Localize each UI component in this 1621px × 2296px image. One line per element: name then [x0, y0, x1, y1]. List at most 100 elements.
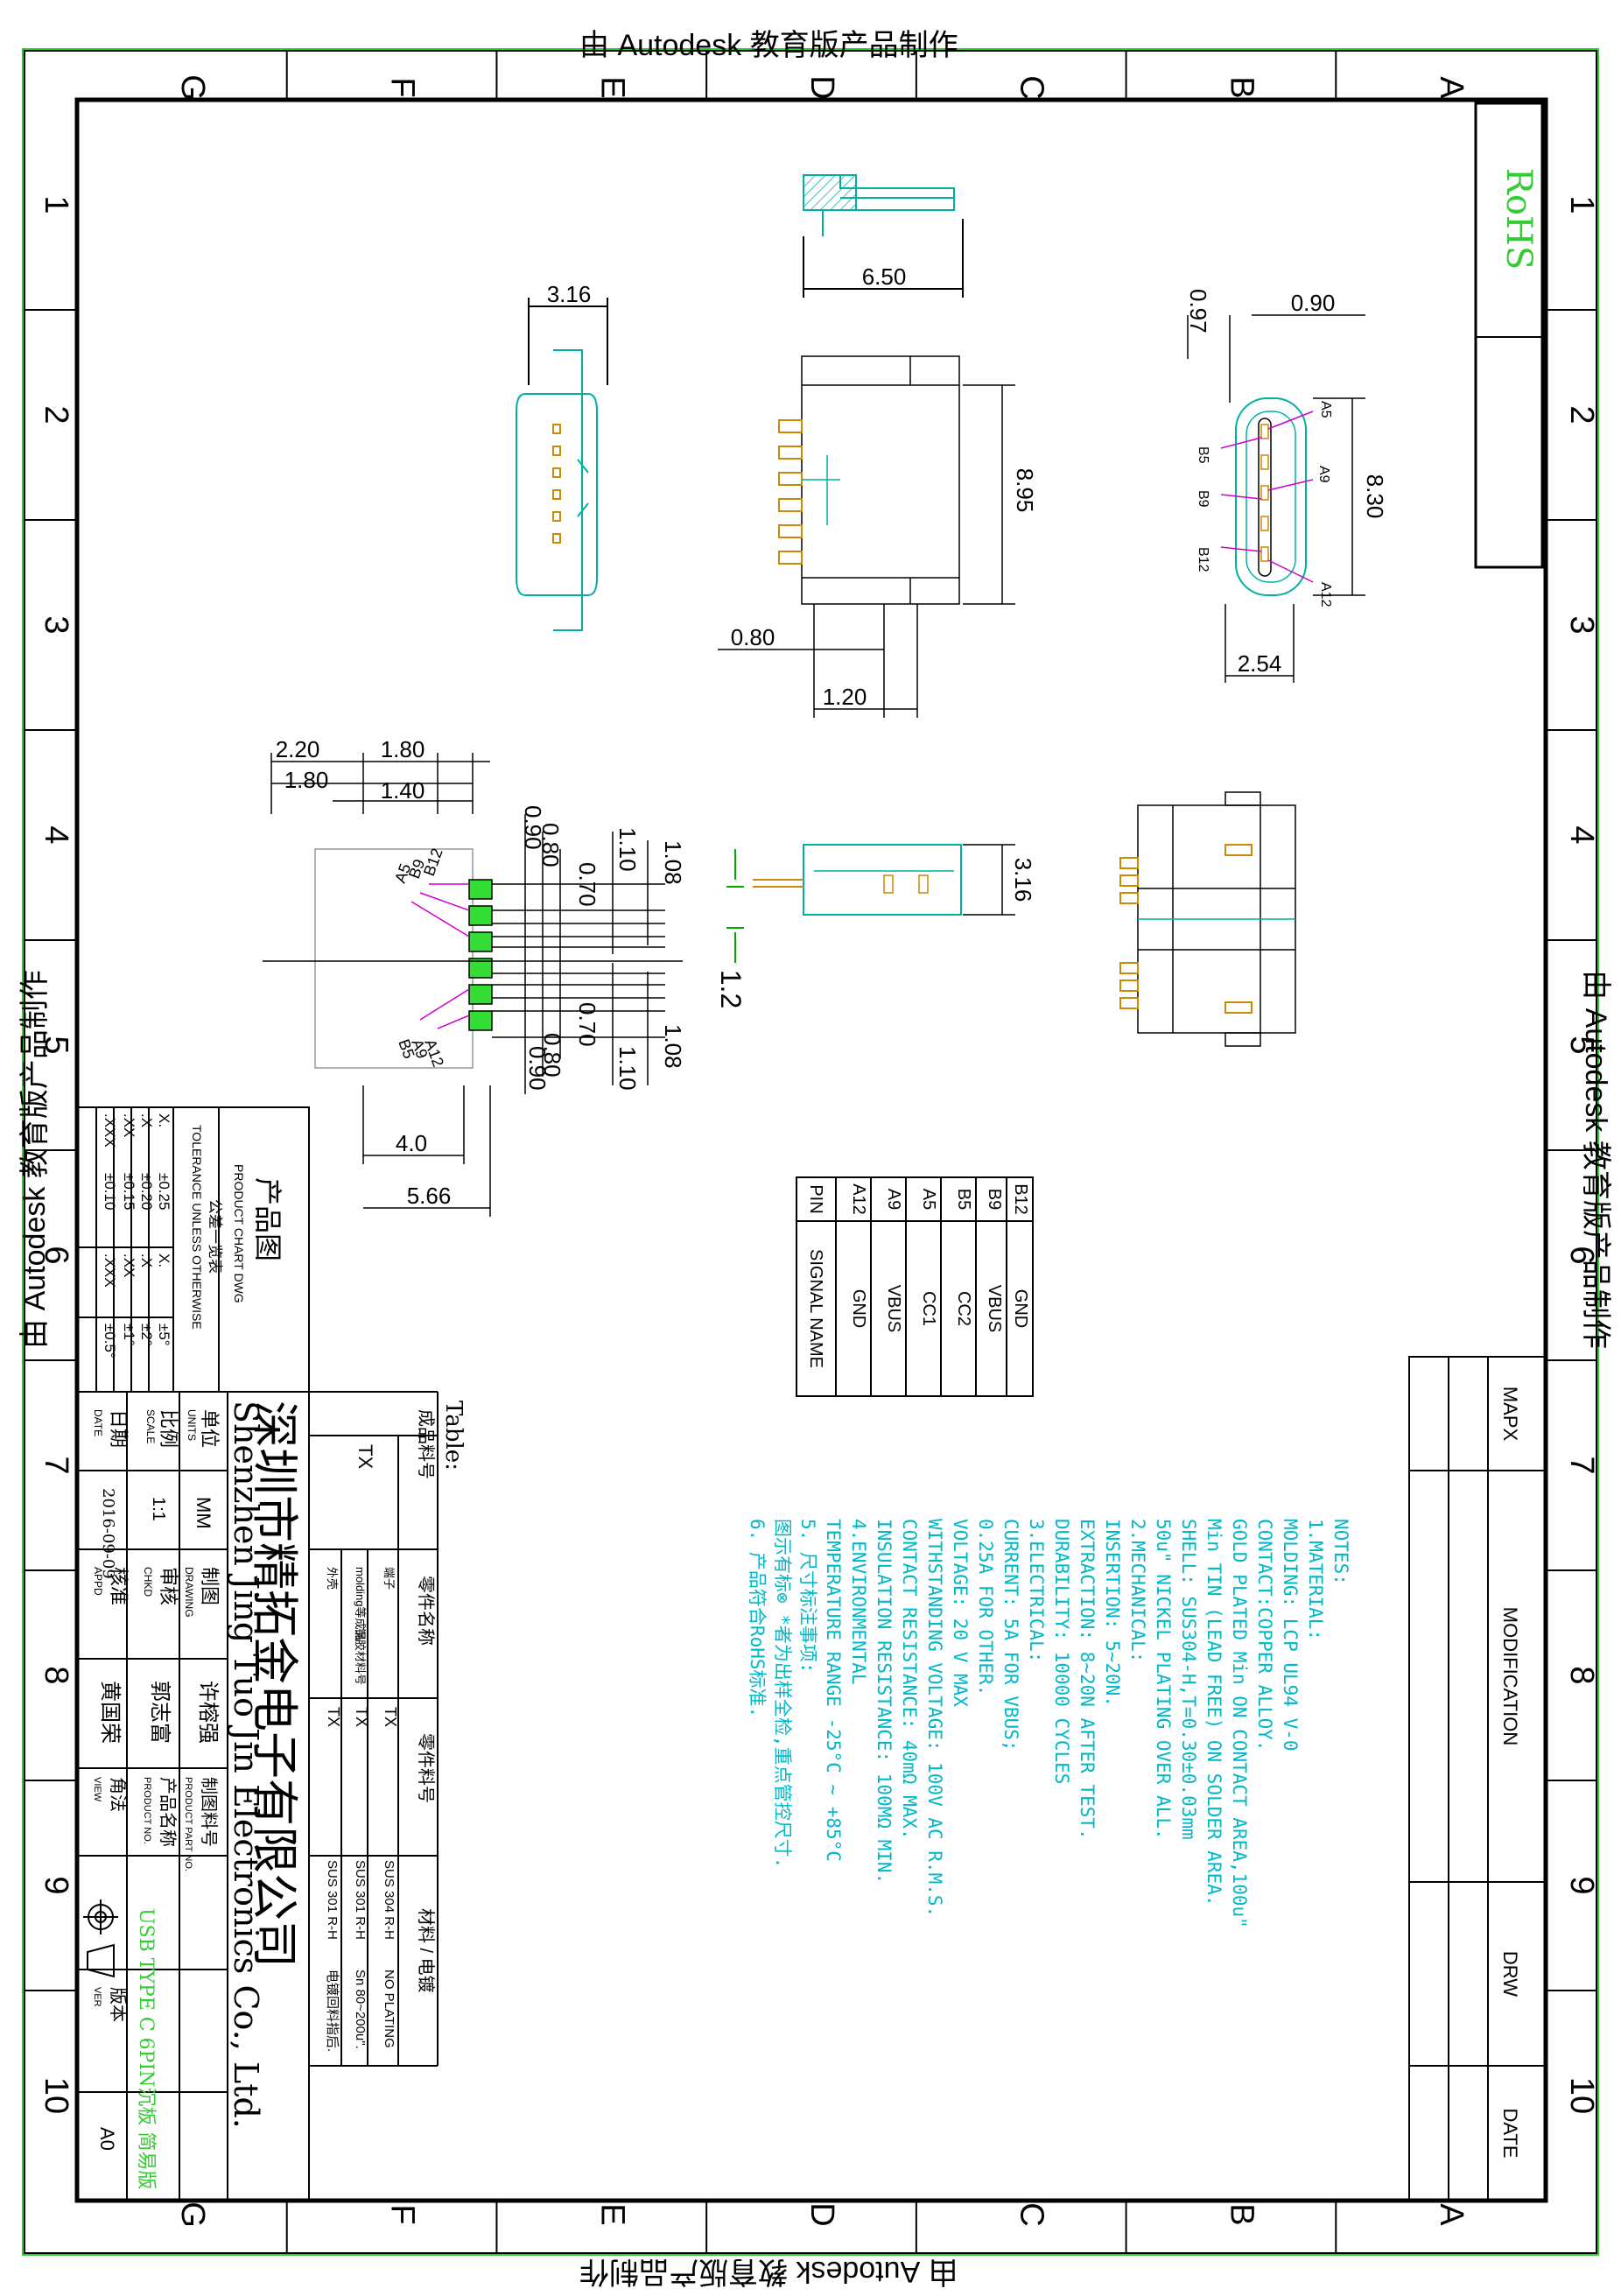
- prodno-label-en: PRODUCT NO.: [142, 1777, 152, 1844]
- connector-left-pads: [552, 424, 561, 544]
- appd-label: 核准: [108, 1567, 130, 1605]
- tol-cell: ±0.5°: [102, 1324, 118, 1359]
- zone-number: 8: [38, 1666, 74, 1684]
- watermark-left: 由 Autodesk 教育版产品制作: [18, 970, 52, 1349]
- bom-material: SUS 301 R-H: [353, 1860, 368, 1940]
- dim-label: 2.20: [276, 736, 320, 762]
- zone-number: 5: [1563, 1036, 1600, 1054]
- zone-letter: D: [803, 2202, 840, 2226]
- pcb-footprint: B12 B9 A5 A12 A9 B5: [263, 753, 683, 1217]
- connector-bottom-view: [1137, 791, 1296, 1047]
- company-cn: 深圳市精拓金电子有限公司: [247, 1401, 302, 1968]
- note-line: VOLTAGE: 20 V MAX: [950, 1519, 971, 1707]
- bom-name: molding等成品: [354, 1567, 367, 1641]
- note-line: 5. 尺寸标注事项:: [797, 1519, 818, 1674]
- watermark-bottom: 由 Autodesk 教育版产品制作: [579, 2255, 958, 2288]
- connector-left-view: [516, 349, 598, 631]
- zone-number: 1: [38, 195, 74, 214]
- pin-label: B5: [1196, 446, 1210, 464]
- pin-table-pin: A12: [849, 1183, 868, 1215]
- dim-label: 0.97: [1185, 289, 1211, 334]
- zone-number: 7: [38, 1456, 74, 1474]
- note-line: CURRENT: 5A FOR VBUS;: [1000, 1519, 1021, 1752]
- dim-label: 0.90: [520, 805, 546, 850]
- zone-letter: F: [384, 77, 421, 97]
- dim-label: 1.80: [284, 767, 329, 793]
- zone-letter: E: [593, 2203, 630, 2225]
- zone-number: 9: [38, 1876, 74, 1894]
- note-line: 2.MECHANICAL:: [1127, 1519, 1148, 1662]
- pin-table-pin: B9: [985, 1189, 1004, 1210]
- zone-number: 3: [38, 615, 74, 634]
- zone-number: 1: [1563, 195, 1600, 214]
- watermark-right: 由 Autodesk 教育版产品制作: [1578, 970, 1612, 1349]
- bom-col: 零件料号: [416, 1733, 436, 1803]
- drawing-label-en: DRAWING: [183, 1567, 195, 1618]
- dim-label: 0.80: [537, 823, 564, 867]
- zone-letter: C: [1014, 75, 1050, 99]
- pin-table-signal: VBUS: [884, 1285, 903, 1332]
- chkd-label: 审核: [158, 1567, 179, 1605]
- zone-letter: A: [1433, 76, 1470, 99]
- unit-value: MM: [193, 1497, 214, 1529]
- dim-label: 1.40: [381, 777, 425, 804]
- note-line: INSERTION: 5~20N.: [1102, 1519, 1123, 1707]
- note-line: 4.ENVIRONMENTAL: [848, 1519, 869, 1685]
- revision-modification: MODIFICATION: [1499, 1607, 1521, 1745]
- date-label-en: DATE: [92, 1409, 104, 1436]
- zone-ticks: [25, 51, 1596, 2253]
- pin-table-signal: CC2: [954, 1291, 973, 1326]
- watermark-top: 由 Autodesk 教育版产品制作: [579, 29, 958, 62]
- revision-drw: DRW: [1499, 1951, 1521, 1997]
- note-line: WITHSTANDING VOLTAGE: 100V AC R.M.S.: [924, 1519, 945, 1917]
- tol-cell: .X: [138, 1253, 155, 1267]
- scale-value: 1:1: [149, 1497, 168, 1521]
- pin-label: B9: [1196, 490, 1210, 508]
- product-chart-cn: 产品图: [252, 1177, 284, 1261]
- zone-number: 3: [1563, 615, 1600, 634]
- dim-label: 1.08: [660, 1024, 686, 1069]
- pin-table-pin: A9: [884, 1189, 903, 1210]
- dim-label: 0.70: [574, 862, 600, 907]
- note-line: INSULATION RESISTANCE: 100MΩ MIN.: [874, 1519, 895, 1884]
- connector-right-contacts: [1260, 424, 1269, 562]
- rohs-box: [1474, 102, 1544, 569]
- product-name: USB TYPE C 6PIN沉板 简易版: [135, 1908, 157, 2189]
- appd-value: 黄国荣: [98, 1681, 122, 1744]
- unit-label: 单位: [199, 1409, 221, 1448]
- note-line: SHELL: SUS304-H,T=0.30±0.03mm: [1178, 1519, 1199, 1840]
- unit-label-en: UNITS: [186, 1409, 198, 1441]
- rohs-label: RoHS: [1498, 168, 1539, 270]
- pin-table-header: SIGNAL NAME: [806, 1249, 825, 1368]
- zone-number: 4: [38, 825, 74, 844]
- date-label: 日期: [108, 1409, 130, 1448]
- pin-label: A9: [1316, 466, 1331, 483]
- scale-label-en: SCALE: [144, 1409, 157, 1443]
- revision-block: [1408, 1356, 1547, 2201]
- zone-number: 7: [1563, 1456, 1600, 1474]
- pin-label: A5: [1318, 401, 1333, 418]
- revision-mapx: MAPX: [1499, 1387, 1521, 1442]
- pin-table-pin: A5: [919, 1189, 938, 1210]
- zone-letter: G: [174, 74, 211, 101]
- scale-label: 比例: [158, 1409, 179, 1448]
- dim-label: 3.16: [547, 281, 592, 307]
- dim-label: 1.80: [381, 736, 425, 762]
- bom-name: 端子: [382, 1567, 396, 1590]
- ver-value: A0: [96, 2127, 118, 2151]
- tol-cell: ±1°: [121, 1324, 137, 1346]
- bom-plating: Sn 80~200u".: [353, 1970, 368, 2049]
- note-line: 50u" NICKEL PLATING OVER ALL.: [1153, 1519, 1174, 1840]
- dim-label: 1.10: [614, 1046, 641, 1091]
- note-line: 6. 产品符合RoHS标准.: [747, 1519, 768, 1717]
- zone-letter: D: [803, 75, 840, 99]
- pin-table-signal: VBUS: [985, 1285, 1004, 1332]
- date-value: 2016-09-09: [99, 1488, 117, 1579]
- tol-cell: ±5°: [156, 1324, 172, 1346]
- dim-label: 3.16: [1010, 858, 1036, 902]
- bom-finished: TX: [354, 1444, 376, 1469]
- note-line: CONTACT:COPPER ALLOY.: [1254, 1519, 1275, 1752]
- bom-part: TX: [382, 1707, 399, 1727]
